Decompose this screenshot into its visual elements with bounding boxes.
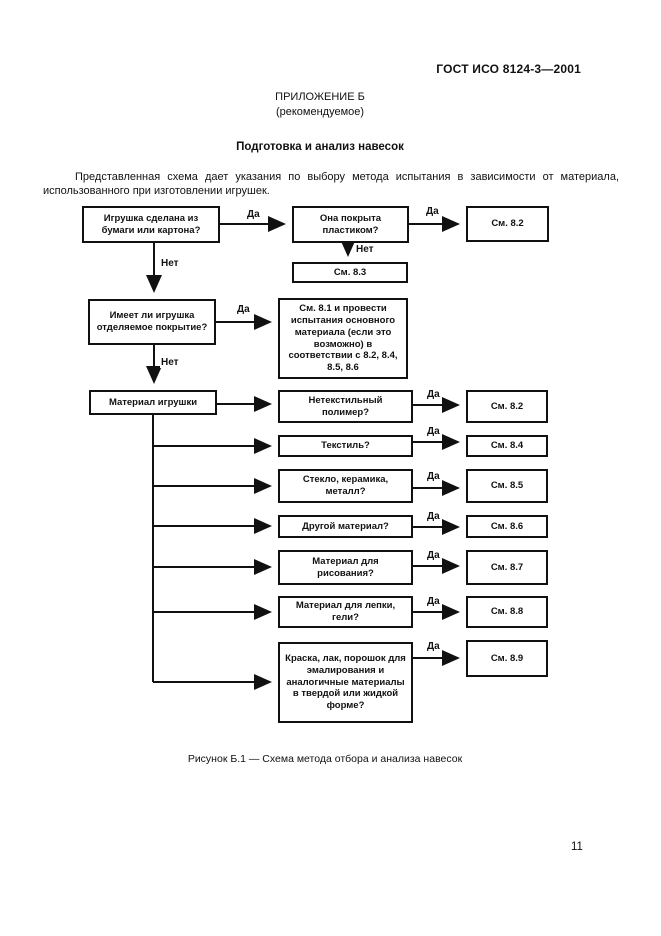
flow-box-plastic-covered-question: Она покрыта пластиком? (292, 206, 409, 243)
yes-label: Да (426, 596, 441, 607)
no-label: Нет (355, 244, 375, 255)
flow-box-see-8-2-top: См. 8.2 (466, 206, 549, 242)
yes-label: Да (425, 206, 440, 217)
yes-label: Да (426, 471, 441, 482)
section-title: Подготовка и анализ навесок (236, 141, 404, 153)
figure-caption: Рисунок Б.1 — Схема метода отбора и анал… (187, 753, 463, 765)
yes-label: Да (426, 426, 441, 437)
flow-box-see-8-5: См. 8.5 (466, 469, 548, 503)
yes-label: Да (236, 304, 251, 315)
yes-label: Да (246, 209, 261, 220)
flow-box-toy-material: Материал игрушки (89, 390, 217, 415)
doc-number: ГОСТ ИСО 8124-3—2001 (436, 62, 581, 76)
flow-box-see-8-7: См. 8.7 (466, 550, 548, 585)
flow-box-see-8-9: См. 8.9 (466, 640, 548, 677)
flow-box-textile-question: Текстиль? (278, 435, 413, 457)
flow-box-toy-paper-question: Игрушка сделана из бумаги или картона? (82, 206, 220, 243)
flow-box-glass-ceramic-metal-question: Стекло, керамика, металл? (278, 469, 413, 503)
flow-box-drawing-material-question: Материал для рисования? (278, 550, 413, 585)
flow-box-removable-coating-question: Имеет ли игрушка отделяемое покрытие? (88, 299, 216, 345)
flow-box-see-8-8: См. 8.8 (466, 596, 548, 628)
flow-box-see-8-1-instructions: См. 8.1 и провести испытания основного м… (278, 298, 408, 379)
appendix-subtitle: (рекомендуемое) (275, 106, 365, 118)
page-number: 11 (571, 841, 583, 853)
flow-box-paint-lacquer-question: Краска, лак, порошок для эмалирования и … (278, 642, 413, 723)
flow-box-see-8-3: См. 8.3 (292, 262, 408, 283)
flow-box-nontextile-polymer-question: Нетекстильный полимер? (278, 390, 413, 423)
yes-label: Да (426, 389, 441, 400)
flow-box-see-8-6: См. 8.6 (466, 515, 548, 538)
yes-label: Да (426, 641, 441, 652)
intro-paragraph: Представленная схема дает указания по вы… (43, 171, 619, 198)
no-label: Нет (160, 258, 180, 269)
flow-box-modelling-material-question: Материал для лепки, гели? (278, 596, 413, 628)
appendix-title: ПРИЛОЖЕНИЕ Б (275, 91, 365, 103)
flow-box-see-8-4: См. 8.4 (466, 435, 548, 457)
yes-label: Да (426, 550, 441, 561)
no-label: Нет (160, 357, 180, 368)
flow-box-other-material-question: Другой материал? (278, 515, 413, 538)
yes-label: Да (426, 511, 441, 522)
flow-box-see-8-2: См. 8.2 (466, 390, 548, 423)
